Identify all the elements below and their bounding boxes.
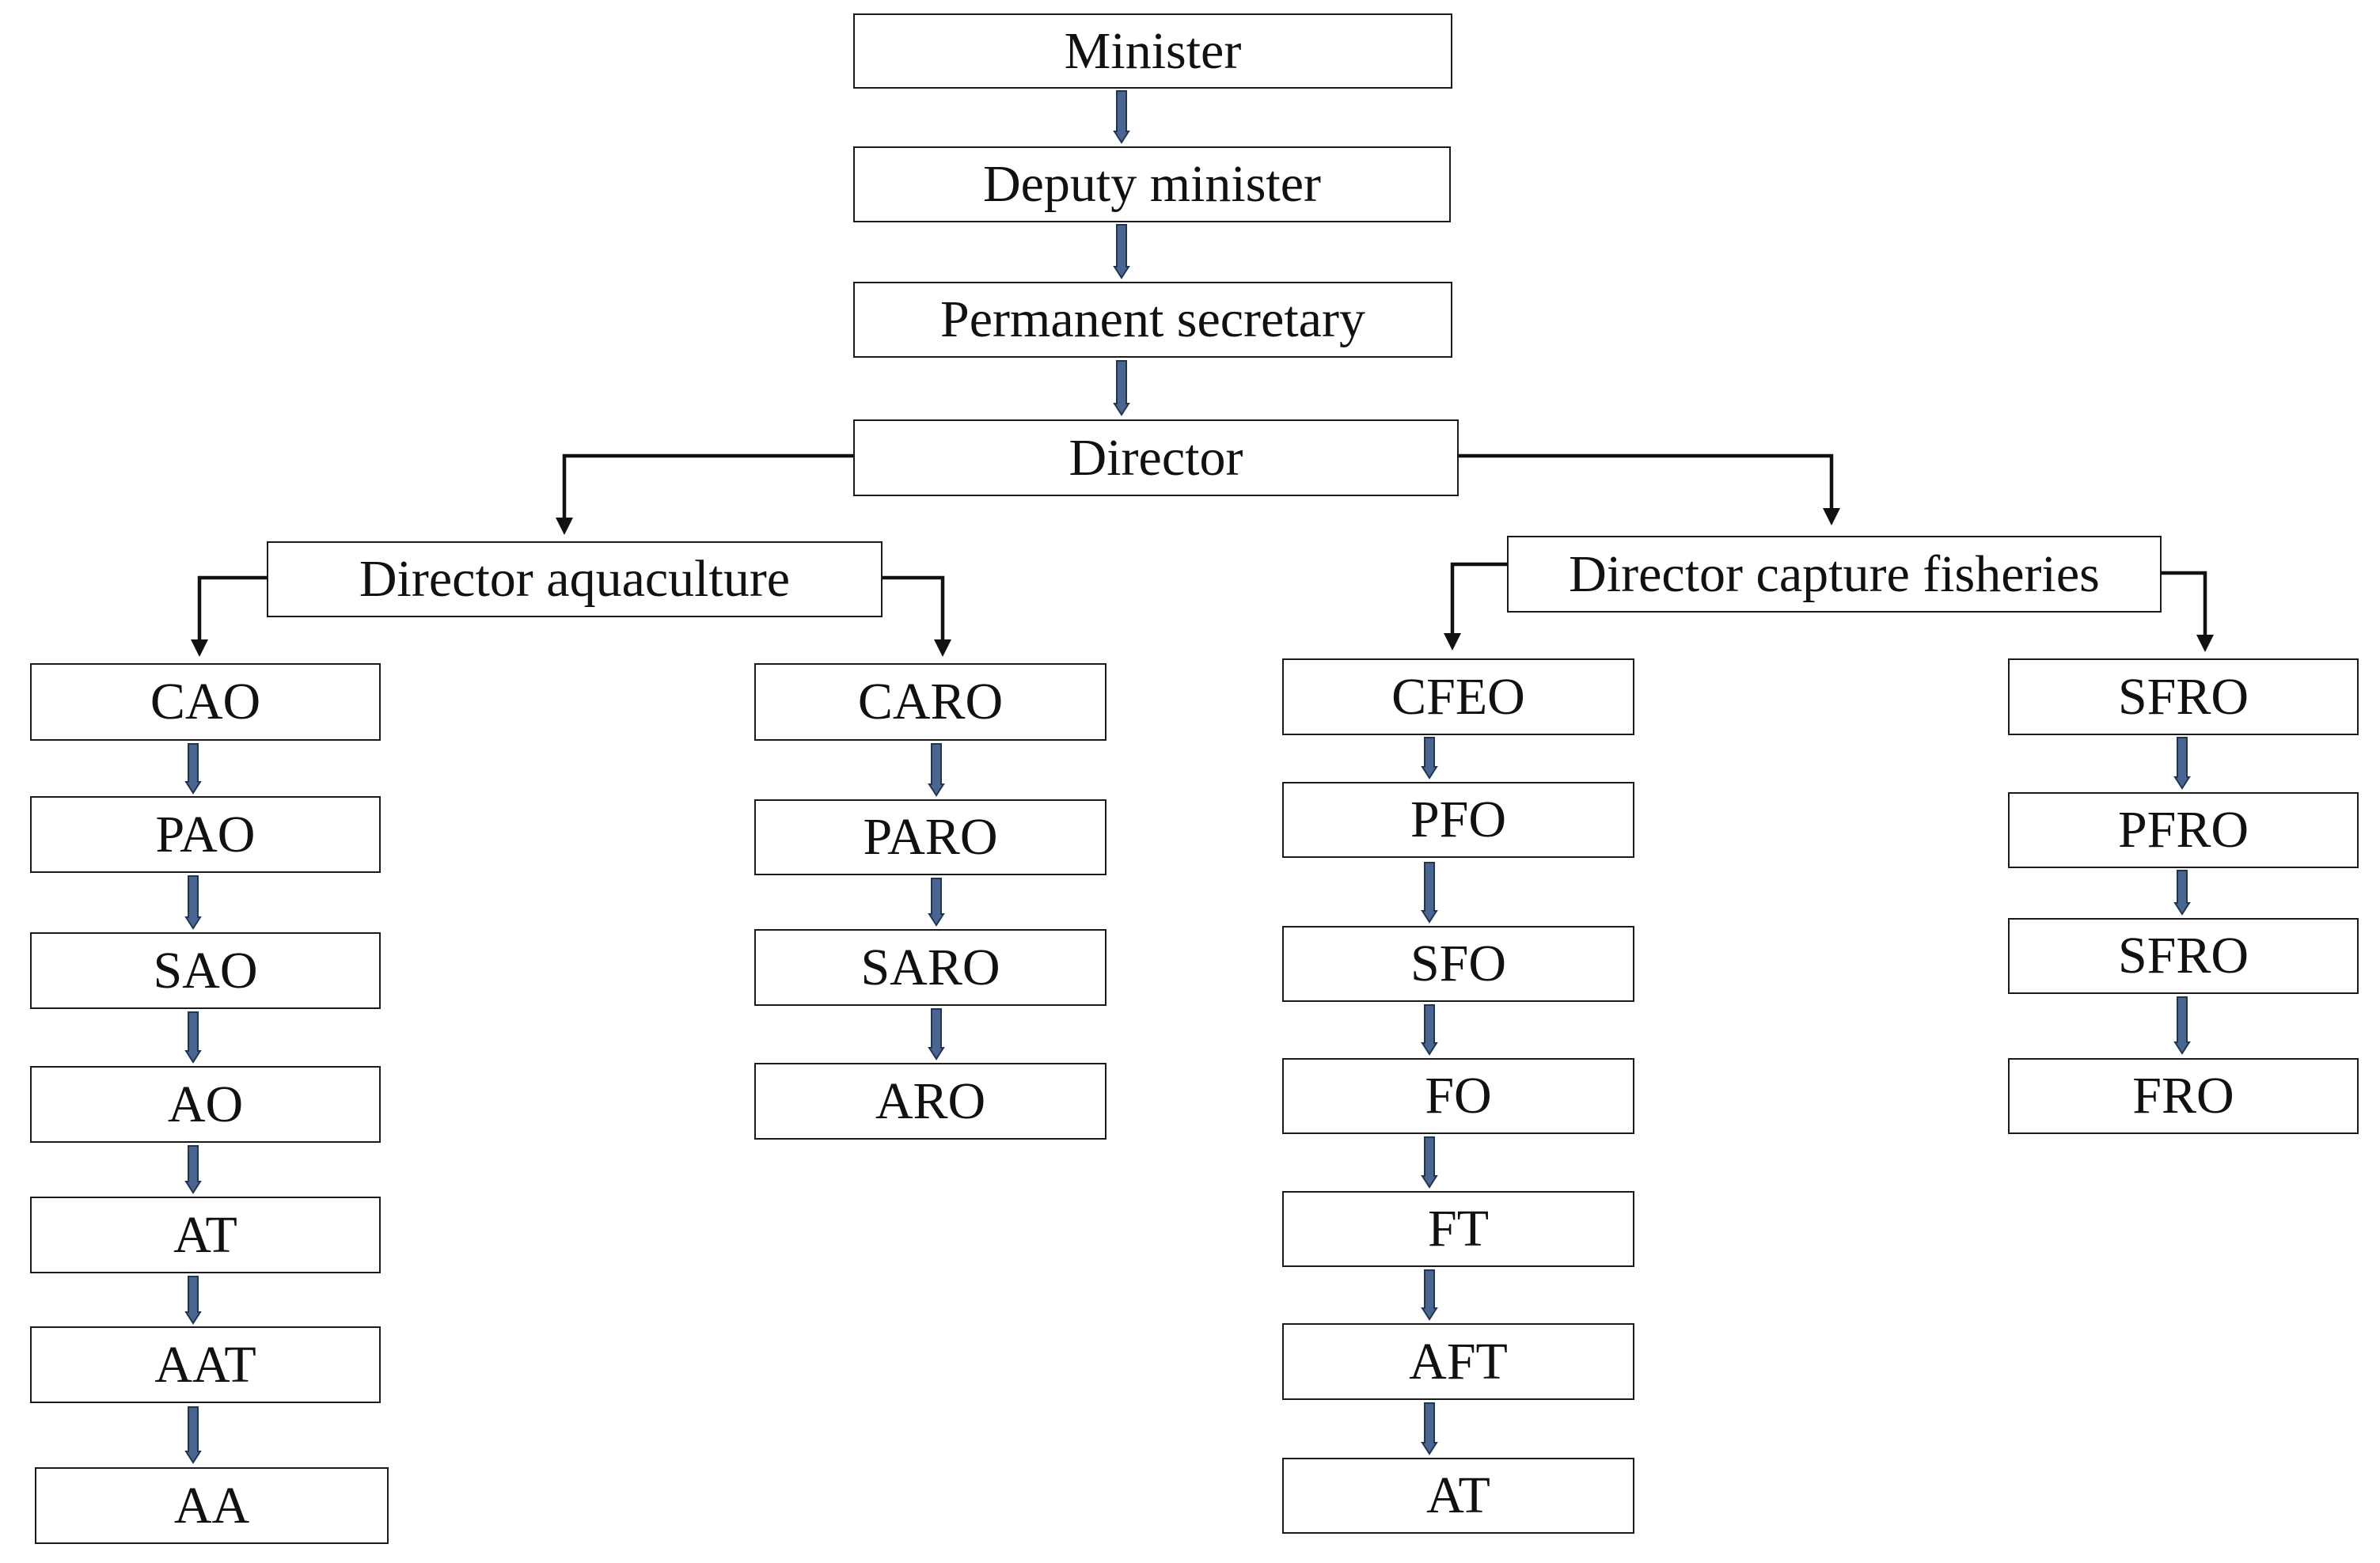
pfro-label: PFRO: [2117, 801, 2249, 859]
pfro-box: PFRO: [2008, 792, 2359, 868]
pfo-label: PFO: [1410, 791, 1507, 848]
aft-label: AFT: [1409, 1332, 1508, 1390]
block-down-arrow-icon: [1421, 862, 1438, 924]
sfro-label: SFRO: [2117, 927, 2249, 984]
capture-at-label: AT: [1426, 1466, 1490, 1524]
director-capture-fisheries-box: Director capture fisheries: [1507, 536, 2162, 613]
block-down-arrow-icon: [1421, 1269, 1438, 1321]
director-to-aquaculture-connector: [562, 453, 853, 521]
cfeo-label: CFEO: [1391, 667, 1525, 726]
director-aquaculture-box: Director aquaculture: [267, 541, 883, 617]
block-down-arrow-icon: [184, 1145, 202, 1194]
block-down-arrow-icon: [1421, 1136, 1438, 1189]
block-down-arrow-icon: [2173, 996, 2191, 1055]
aquaculture-to-caro-connector: [883, 575, 945, 643]
ao-box: AO: [30, 1066, 381, 1143]
aa-box: AA: [35, 1467, 389, 1544]
down-arrow-icon: [934, 639, 951, 657]
block-down-arrow-icon: [1113, 224, 1130, 279]
aquaculture-at-label: AT: [173, 1205, 237, 1264]
down-arrow-icon: [191, 639, 208, 657]
block-down-arrow-icon: [184, 743, 202, 795]
sfo-box: SFO: [1282, 926, 1634, 1002]
saro-box: SARO: [754, 929, 1106, 1006]
cao-box: CAO: [30, 663, 381, 741]
block-down-arrow-icon: [928, 743, 945, 797]
minister-box: Minister: [853, 13, 1452, 89]
aat-label: AAT: [154, 1335, 256, 1394]
pao-box: PAO: [30, 796, 381, 873]
permanent-secretary-box: Permanent secretary: [853, 282, 1452, 358]
fo-label: FO: [1425, 1067, 1492, 1125]
fro-box: FRO: [2008, 1058, 2359, 1134]
block-down-arrow-icon: [2173, 870, 2191, 916]
block-down-arrow-icon: [2173, 737, 2191, 790]
sfro-top-label: SFRO: [2117, 667, 2249, 726]
director-box: Director: [853, 419, 1459, 496]
director-label: Director: [1069, 428, 1243, 487]
sfro-top-box: SFRO: [2008, 658, 2359, 735]
down-arrow-icon: [1444, 633, 1461, 651]
sfo-label: SFO: [1410, 935, 1507, 992]
ao-label: AO: [167, 1075, 244, 1133]
down-arrow-icon: [556, 518, 573, 535]
cfeo-box: CFEO: [1282, 658, 1634, 735]
capture-to-sfro-connector: [2162, 571, 2207, 638]
block-down-arrow-icon: [1113, 90, 1130, 144]
saro-label: SARO: [860, 938, 1000, 996]
pfo-box: PFO: [1282, 782, 1634, 858]
sfro-box: SFRO: [2008, 918, 2359, 994]
aquaculture-at-box: AT: [30, 1197, 381, 1273]
capture-at-box: AT: [1282, 1458, 1634, 1534]
deputy-minister-box: Deputy minister: [853, 146, 1451, 222]
block-down-arrow-icon: [1421, 737, 1438, 780]
permanent-secretary-label: Permanent secretary: [940, 290, 1365, 348]
aro-box: ARO: [754, 1063, 1106, 1140]
caro-box: CARO: [754, 663, 1106, 741]
block-down-arrow-icon: [1421, 1004, 1438, 1056]
block-down-arrow-icon: [928, 878, 945, 927]
aa-label: AA: [173, 1476, 250, 1535]
ft-label: FT: [1427, 1200, 1490, 1258]
fo-box: FO: [1282, 1058, 1634, 1134]
deputy-minister-label: Deputy minister: [982, 155, 1322, 213]
director-capture-fisheries-label: Director capture fisheries: [1569, 544, 2100, 603]
block-down-arrow-icon: [184, 1406, 202, 1464]
ft-box: FT: [1282, 1191, 1634, 1267]
block-down-arrow-icon: [184, 1011, 202, 1064]
director-aquaculture-label: Director aquaculture: [359, 550, 791, 608]
aat-box: AAT: [30, 1326, 381, 1403]
paro-box: PARO: [754, 799, 1106, 875]
sao-box: SAO: [30, 932, 381, 1009]
aft-box: AFT: [1282, 1323, 1634, 1400]
fro-label: FRO: [2132, 1067, 2234, 1125]
paro-label: PARO: [863, 808, 998, 866]
block-down-arrow-icon: [1113, 360, 1130, 416]
aro-label: ARO: [875, 1072, 986, 1130]
director-to-capture-connector: [1459, 453, 1834, 511]
block-down-arrow-icon: [1421, 1402, 1438, 1455]
aquaculture-to-cao-connector: [197, 575, 267, 643]
sao-label: SAO: [153, 941, 258, 1000]
cao-label: CAO: [150, 673, 261, 730]
block-down-arrow-icon: [184, 1276, 202, 1325]
capture-to-cfeo-connector: [1450, 562, 1507, 636]
down-arrow-icon: [1823, 508, 1840, 525]
block-down-arrow-icon: [184, 875, 202, 930]
minister-label: Minister: [1064, 21, 1242, 80]
caro-label: CARO: [857, 673, 1004, 730]
down-arrow-icon: [2196, 635, 2214, 652]
pao-label: PAO: [155, 805, 256, 863]
block-down-arrow-icon: [928, 1008, 945, 1060]
